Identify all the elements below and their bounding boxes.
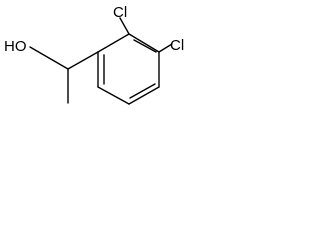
chlorine-para-label: Cl (170, 37, 184, 54)
bond-to-cl-para (158, 43, 173, 53)
hydroxyl-label: HO (4, 38, 27, 55)
ring-bond-c1-c2 (97, 33, 130, 53)
ring-bond-c4-c5-inner (129, 83, 156, 99)
bond-to-cl-ortho (119, 17, 130, 35)
ring-bond-c3-c3-inner (133, 39, 157, 53)
ring-bond-c2-c3 (128, 33, 160, 53)
ring-bond-c4-c5 (128, 86, 160, 105)
bond-ring-to-carbinol (67, 51, 99, 70)
bond-carbinol-to-oh (29, 46, 69, 70)
ring-bond-c5-c6 (97, 86, 130, 105)
chlorine-ortho-label: Cl (113, 4, 127, 21)
chemical-structure: HO Cl Cl (4, 4, 184, 105)
